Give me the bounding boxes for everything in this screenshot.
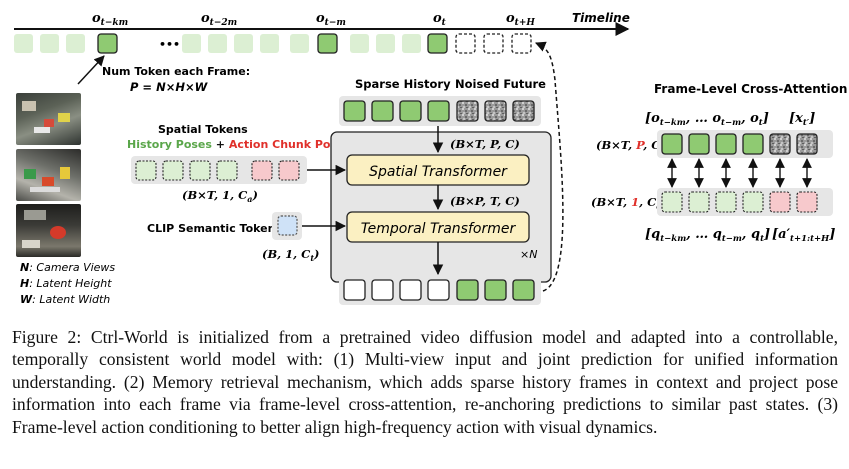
history-pose-token	[135, 160, 157, 181]
action-pose-token	[278, 160, 300, 181]
timeline-faded-frame	[40, 34, 59, 53]
observation-token	[715, 133, 737, 155]
cross-attention-bottom-left: [qt−km, … qt−m, qt]	[645, 227, 770, 244]
cross-attention-top-cells	[661, 133, 818, 155]
predicted-future-token	[456, 279, 479, 301]
shape-mid: (B×P, T, C)	[450, 194, 520, 208]
timeline-title: Timeline	[572, 11, 630, 25]
noised-future-token	[769, 133, 791, 155]
num-token-formula: P = N×H×W	[130, 80, 209, 94]
output-history-token	[427, 279, 450, 301]
cross-attention-arrows	[667, 158, 812, 188]
output-token-cells	[343, 279, 535, 301]
output-history-token	[371, 279, 394, 301]
autoregressive-feedback-arrow	[535, 41, 564, 292]
history-pose-token	[189, 160, 211, 181]
repeat-count: ×N	[520, 248, 537, 261]
sparse-history-token	[427, 100, 450, 122]
timeline-faded-frame	[14, 34, 33, 53]
timeline-key-frame	[97, 33, 118, 54]
history-pose-token	[742, 191, 764, 213]
cross-attention-bottom-right: [a′t+1:t+H]	[772, 227, 835, 244]
cross-attention-shape-top: (B×T, P, C)	[596, 138, 666, 152]
timeline-label-2: ot−m	[316, 11, 346, 28]
spatial-tokens-legend: History Poses + Action Chunk Poses	[127, 138, 351, 151]
cross-attention-title: Frame-Level Cross-Attention	[654, 82, 847, 96]
spatial-token-cells	[135, 160, 300, 181]
timeline: ot−km ot−2m ot−m ot ot+H Timeline •••	[14, 11, 630, 54]
timeline-faded-frame	[290, 34, 309, 53]
history-pose-token	[162, 160, 184, 181]
num-token-arrow	[77, 55, 105, 85]
action-pose-token	[251, 160, 273, 181]
noised-future-token	[456, 100, 479, 122]
predicted-future-token	[484, 279, 507, 301]
spatial-transformer-label: Spatial Transformer	[369, 164, 508, 180]
sparse-history-token	[399, 100, 422, 122]
timeline-faded-frame	[260, 34, 279, 53]
timeline-label-4: ot+H	[506, 11, 535, 28]
timeline-future-frame	[483, 33, 504, 54]
timeline-faded-frame	[182, 34, 201, 53]
noised-future-label: Noised Future	[455, 77, 546, 91]
cross-attention-bottom-cells	[661, 191, 818, 213]
sparse-history-label: Sparse History	[355, 77, 451, 91]
timeline-faded-frame	[234, 34, 253, 53]
timeline-ellipsis: •••	[159, 38, 180, 51]
clip-token	[277, 215, 298, 236]
spatial-tokens-title: Spatial Tokens	[158, 123, 248, 136]
clip-label: CLIP Semantic Tokens	[147, 222, 282, 235]
legend-h: H: Latent Height	[20, 277, 112, 290]
predicted-future-token	[512, 279, 535, 301]
camera-view-1	[16, 93, 81, 145]
action-pose-token	[796, 191, 818, 213]
num-token-title: Num Token each Frame:	[102, 65, 250, 78]
output-history-token	[343, 279, 366, 301]
timeline-labels: ot−km ot−2m ot−m ot ot+H	[92, 11, 535, 28]
clip-shape: (B, 1, Ct)	[262, 247, 320, 263]
figure-caption: Figure 2: Ctrl-World is initialized from…	[12, 327, 838, 437]
history-pose-token	[661, 191, 683, 213]
timeline-label-3: ot	[433, 11, 447, 28]
history-pose-token	[715, 191, 737, 213]
observation-token	[688, 133, 710, 155]
observation-token	[661, 133, 683, 155]
timeline-key-frame	[427, 33, 448, 54]
timeline-frame-cells	[14, 33, 532, 54]
timeline-faded-frame	[66, 34, 85, 53]
timeline-faded-frame	[208, 34, 227, 53]
noised-future-token	[796, 133, 818, 155]
action-pose-token	[769, 191, 791, 213]
shape-top: (B×T, P, C)	[450, 137, 520, 151]
sparse-history-token	[343, 100, 366, 122]
timeline-faded-frame	[350, 34, 369, 53]
timeline-faded-frame	[376, 34, 395, 53]
timeline-label-0: ot−km	[92, 11, 128, 28]
architecture-diagram: ot−km ot−2m ot−m ot ot+H Timeline ••• Nu…	[14, 11, 847, 306]
noised-future-token	[484, 100, 507, 122]
observation-token	[742, 133, 764, 155]
output-history-token	[399, 279, 422, 301]
history-pose-token	[688, 191, 710, 213]
cross-attention-top-left: [ot−km, … ot−m, ot]	[645, 111, 769, 128]
camera-view-3	[16, 204, 81, 257]
spatial-tokens-shape: (B×T, 1, Ca)	[182, 188, 258, 204]
cross-attention-shape-bottom: (B×T, 1, Ca)	[591, 195, 667, 211]
sparse-history-token	[371, 100, 394, 122]
temporal-transformer-label: Temporal Transformer	[361, 221, 517, 237]
timeline-future-frame	[511, 33, 532, 54]
noised-future-token	[512, 100, 535, 122]
history-pose-token	[216, 160, 238, 181]
timeline-faded-frame	[402, 34, 421, 53]
input-token-cells	[343, 100, 535, 122]
cross-attention-top-right: [xt′]	[789, 111, 815, 128]
legend: N: Camera Views H: Latent Height W: Late…	[20, 261, 115, 306]
camera-view-2	[16, 149, 81, 201]
timeline-key-frame	[317, 33, 338, 54]
timeline-label-1: ot−2m	[201, 11, 237, 28]
legend-n: N: Camera Views	[20, 261, 115, 274]
timeline-future-frame	[455, 33, 476, 54]
legend-w: W: Latent Width	[20, 293, 110, 306]
